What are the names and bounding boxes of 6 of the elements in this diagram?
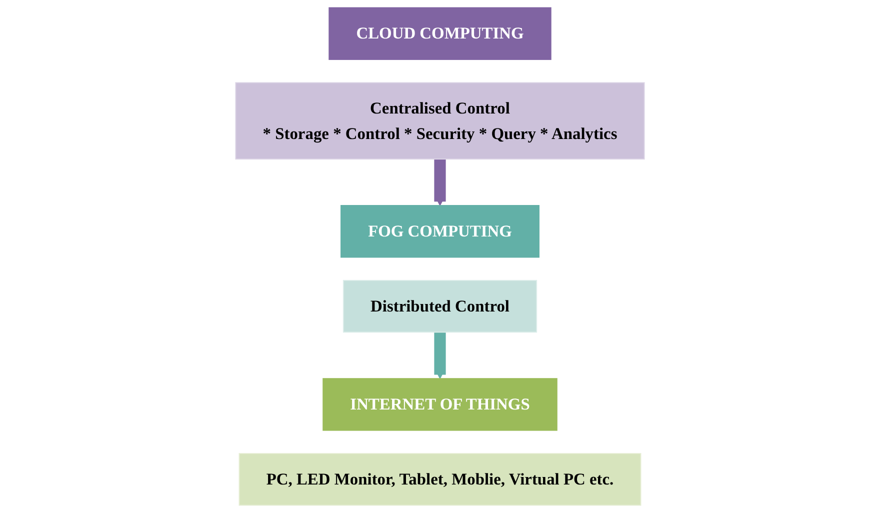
node-box: CLOUD COMPUTING [328, 7, 552, 60]
node-box: Distributed Control [342, 280, 538, 333]
node-box: Centralised Control * Storage * Control * Security * Query * Analytics [235, 82, 645, 160]
node-box: INTERNET OF THINGS [322, 378, 558, 431]
node-box: PC, LED Monitor, Tablet, Moblie, Virtual PC etc. [238, 453, 642, 506]
node-box: FOG COMPUTING [340, 205, 540, 258]
